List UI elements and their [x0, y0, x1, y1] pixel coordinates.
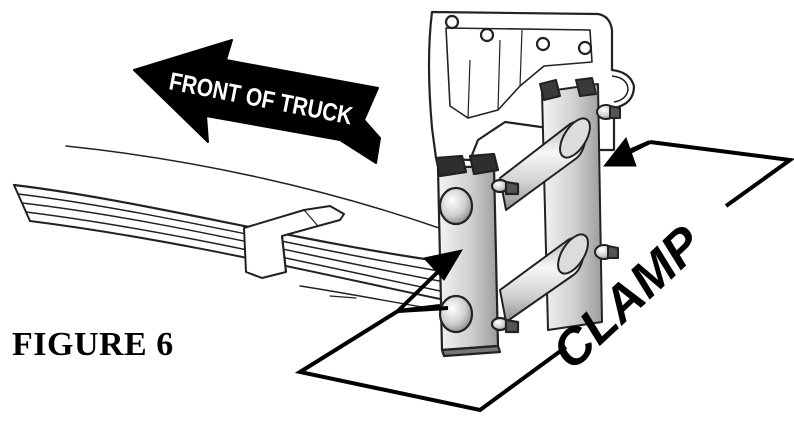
front-of-truck-arrow: FRONT OF TRUCK — [133, 39, 381, 164]
spring-band-clip — [243, 205, 345, 279]
bracket-hole-4 — [577, 40, 593, 56]
front-side-plate — [434, 152, 520, 358]
leaf-spring — [12, 145, 447, 311]
lower-bushing-end — [438, 294, 474, 334]
bracket-hole-3 — [535, 36, 551, 52]
bracket-hole-1 — [444, 14, 460, 30]
shackle-bushings — [499, 117, 591, 323]
clamp-pointer-arrows — [396, 136, 651, 313]
bracket-hole-2 — [479, 27, 495, 43]
upper-bushing-end — [438, 186, 474, 226]
figure-label: FIGURE 6 — [12, 326, 174, 363]
hanger-bracket — [427, 10, 636, 162]
